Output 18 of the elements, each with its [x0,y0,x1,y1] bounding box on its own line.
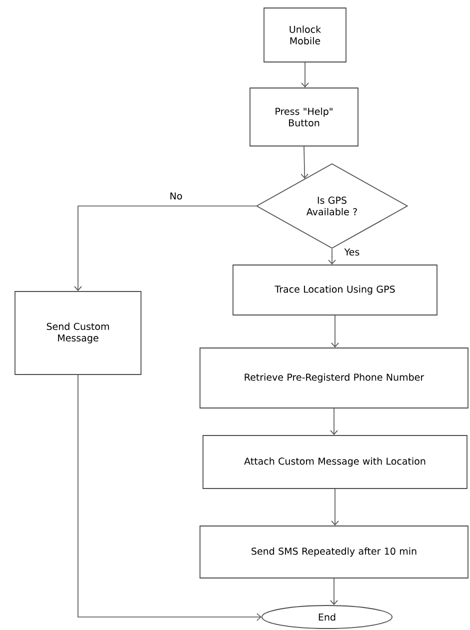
process-box: Unlock Mobile [264,8,346,62]
arrow [301,62,309,88]
arrow [328,248,336,265]
arrow [330,408,338,436]
edge-label: Yes [343,247,361,257]
process-box: Send SMS Repeatedly after 10 min [200,526,468,578]
process-box: Trace Location Using GPS [232,264,438,316]
arrow [331,488,339,526]
arrow [300,146,308,179]
process-box: Retrieve Pre-Registerd Phone Number [200,348,468,408]
arrow [78,374,262,621]
process-box: Press "Help" Button [250,88,358,146]
arrow [331,315,339,348]
arrow [74,206,256,292]
process-box: Send Custom Message [14,291,142,375]
arrow [330,578,338,606]
edge-label: No [168,191,184,201]
process-box: Attach Custom Message with Location [202,435,468,489]
